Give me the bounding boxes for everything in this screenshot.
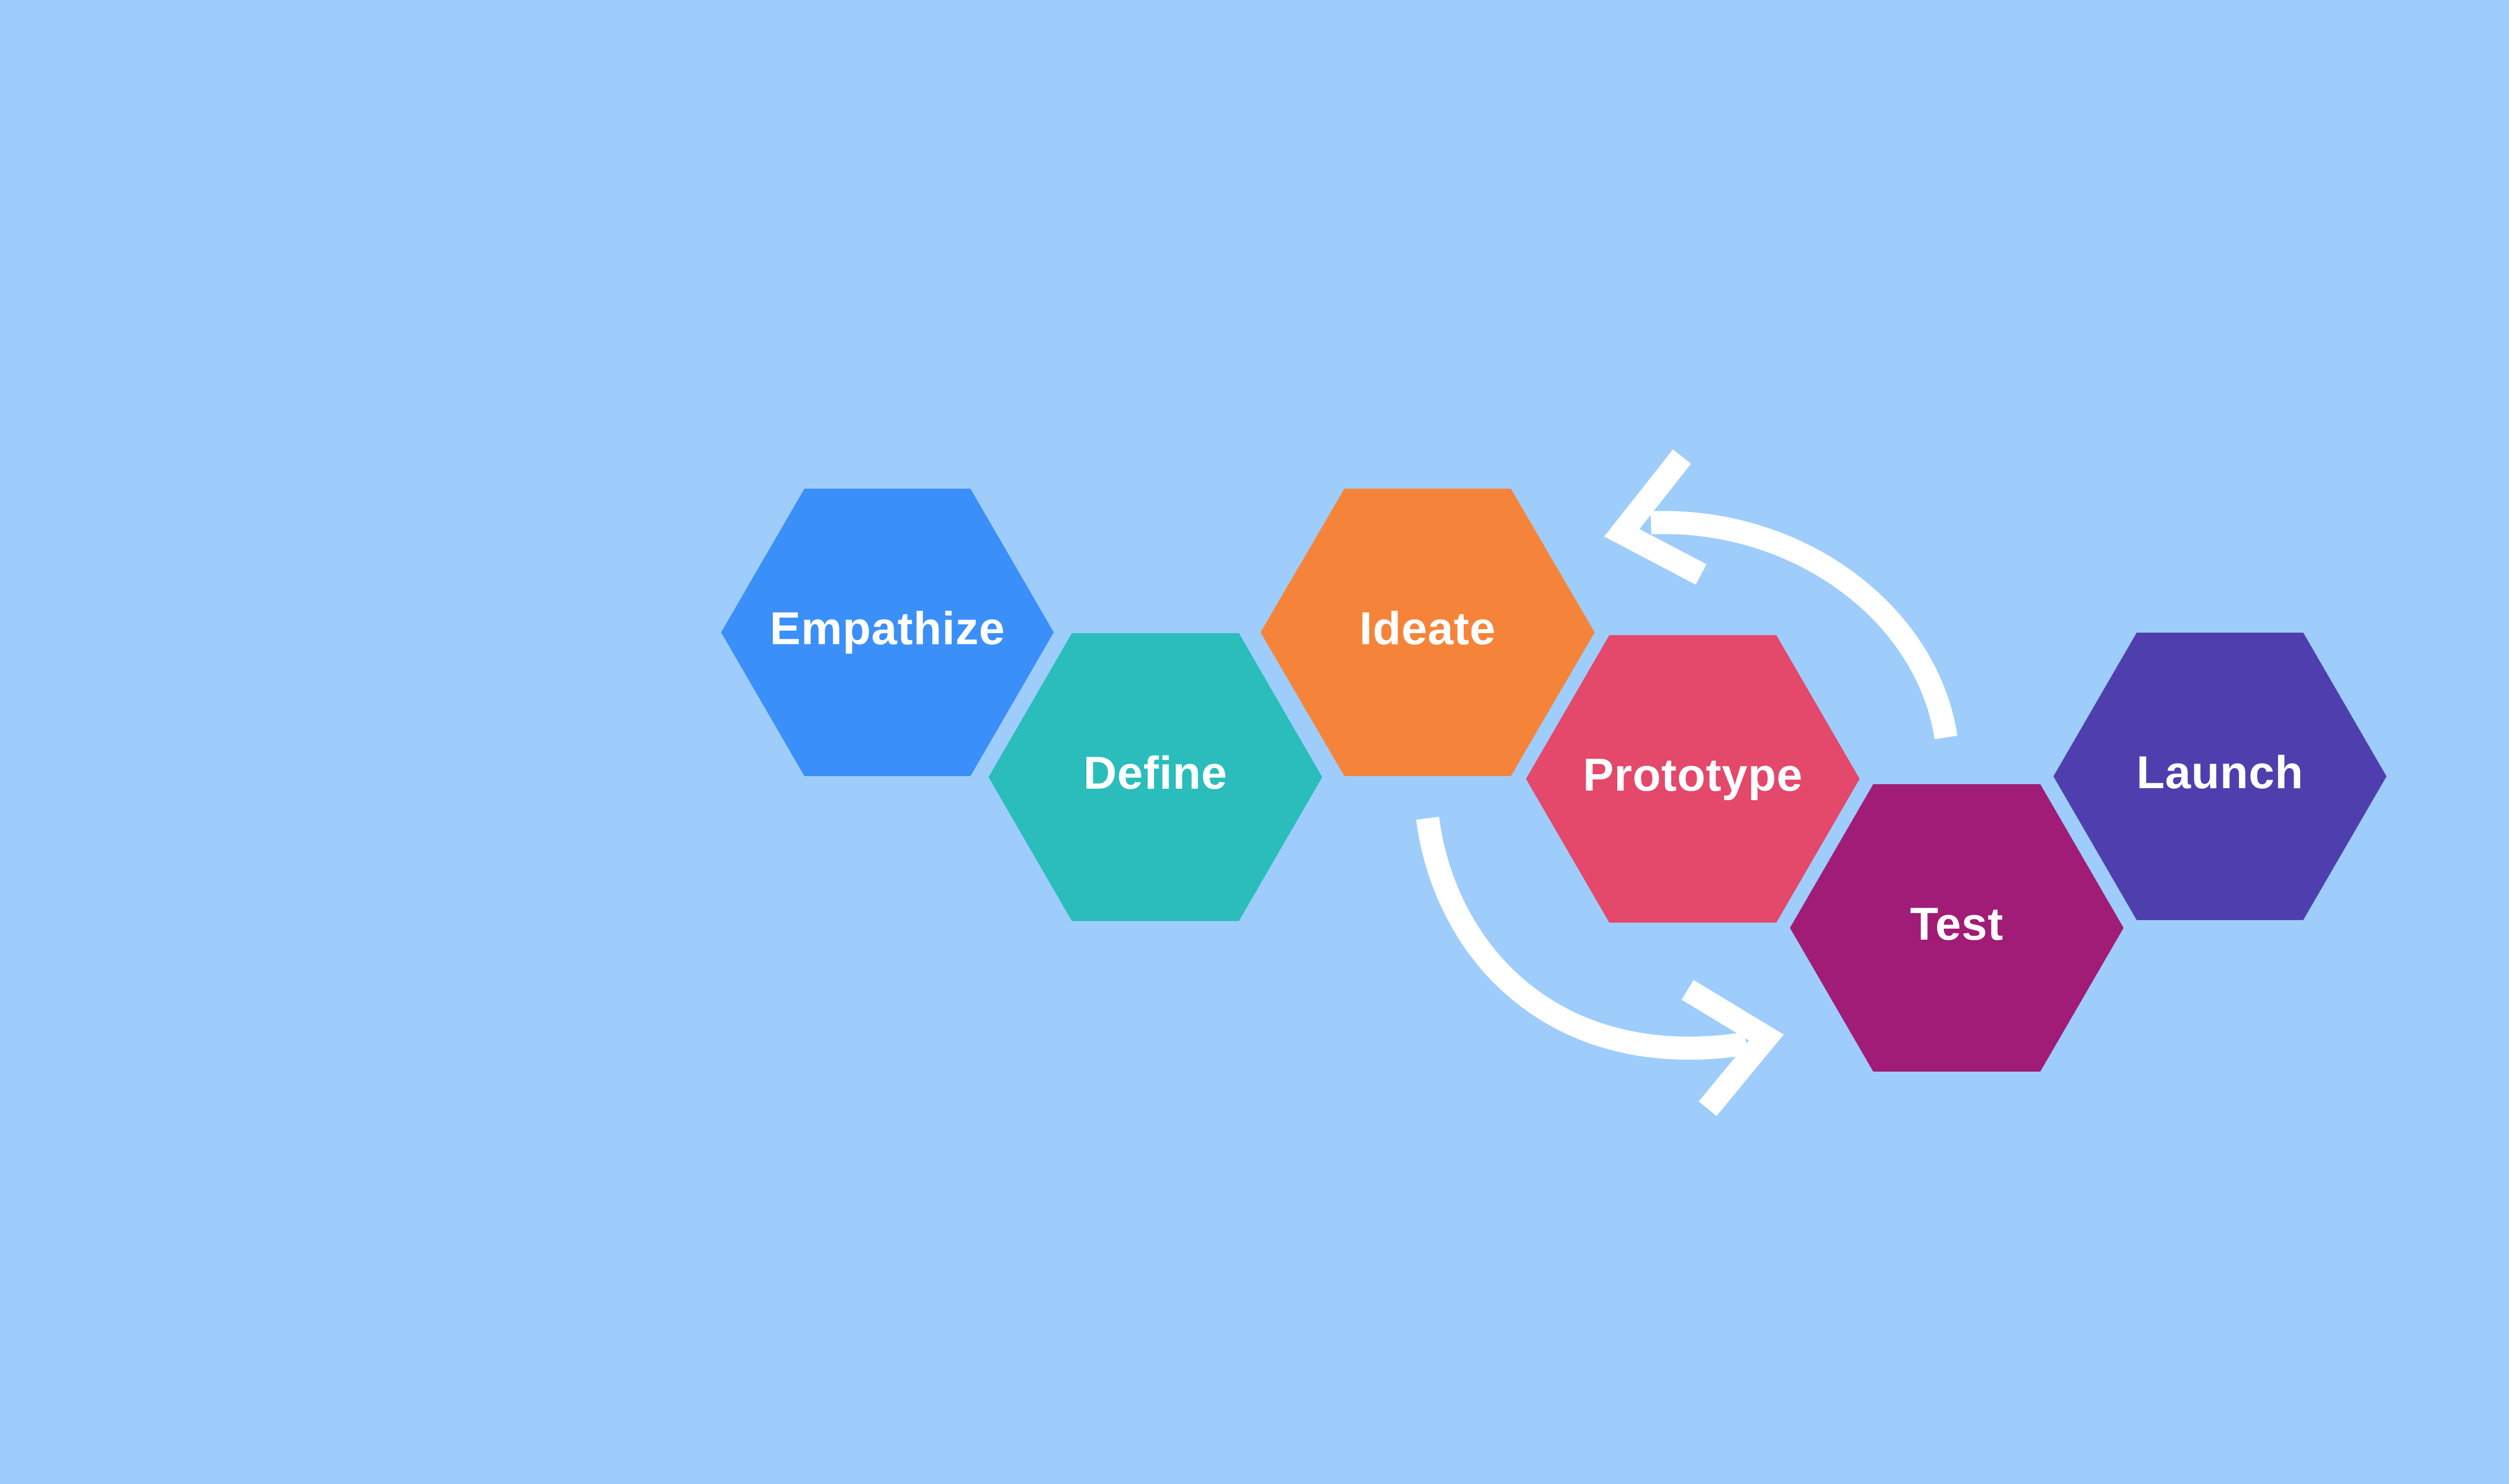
feedback-arrow-shaft bbox=[1650, 511, 1958, 739]
iteration-arrowhead bbox=[1682, 980, 1784, 1116]
hexagon-define bbox=[989, 633, 1322, 921]
hexagon-launch bbox=[2053, 633, 2387, 920]
hexagon-layer bbox=[721, 489, 2387, 1072]
stage-label-test: Test bbox=[1910, 898, 2004, 950]
iteration-arrow-shaft bbox=[1416, 817, 1748, 1060]
hexagon-test bbox=[1790, 784, 2124, 1072]
feedback-arrowhead bbox=[1604, 449, 1707, 585]
feedback-arrow-icon bbox=[1604, 449, 1958, 739]
stage-label-launch: Launch bbox=[2136, 747, 2304, 798]
hexagon-empathize bbox=[721, 489, 1054, 776]
iteration-arrow-icon bbox=[1416, 817, 1784, 1116]
stage-label-empathize: Empathize bbox=[769, 603, 1006, 654]
hexagon-prototype bbox=[1526, 635, 1860, 923]
stage-label-prototype: Prototype bbox=[1583, 749, 1803, 801]
hexagon-ideate bbox=[1261, 489, 1595, 776]
stage-label-define: Define bbox=[1083, 748, 1228, 799]
stage-label-ideate: Ideate bbox=[1359, 603, 1496, 654]
